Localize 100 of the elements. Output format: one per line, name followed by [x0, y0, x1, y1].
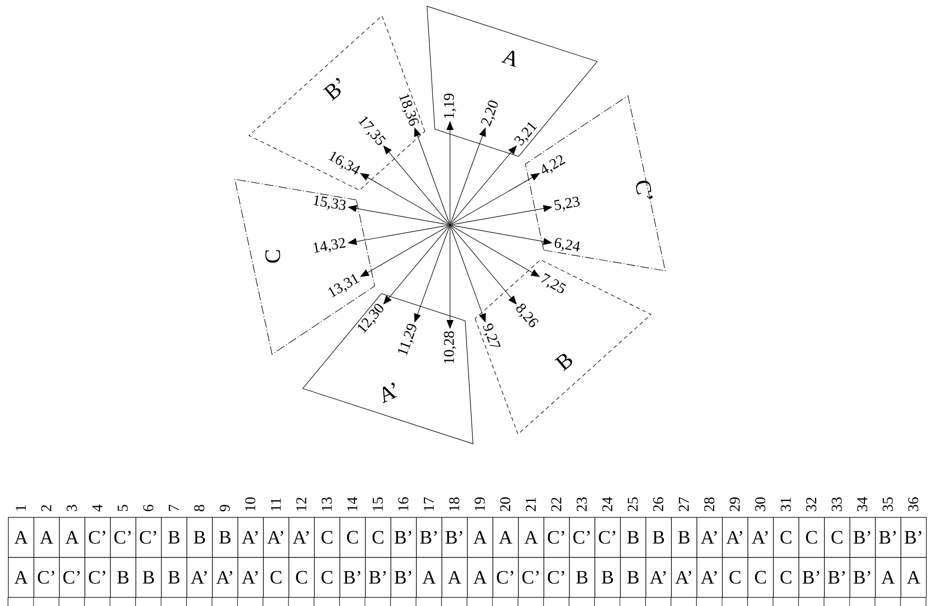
slot-number: 32	[806, 498, 816, 512]
slot-label: 4,22	[542, 155, 566, 174]
table-cell: C	[365, 517, 392, 558]
table-cell: B’	[340, 557, 366, 598]
table-cell: A	[8, 517, 34, 558]
slot-number: 3	[66, 504, 77, 512]
table-cell: A	[492, 517, 519, 558]
slot-number: 23	[576, 497, 587, 512]
table-cell: C’	[544, 557, 570, 598]
table-cell: A	[875, 557, 902, 598]
slot-number: 7	[168, 504, 179, 511]
slot-label: 18,36	[399, 94, 419, 126]
slot-number: 13	[322, 497, 332, 510]
table-cell: C’	[59, 557, 86, 598]
table-cell: C	[722, 557, 748, 598]
table-cell: C’	[594, 517, 621, 558]
slot-number: 24	[602, 497, 612, 512]
table-cell: B’	[798, 557, 825, 598]
table-cell: C	[314, 557, 340, 598]
table-cell: A	[34, 517, 60, 558]
table-cell: A’	[722, 517, 748, 558]
table-cell: A’	[748, 517, 774, 558]
table-cell: A’	[288, 517, 315, 558]
table-cell: C’	[84, 517, 111, 558]
slot-number: 33	[832, 497, 842, 512]
slot-number: 26	[653, 497, 664, 512]
slot-number: 11	[270, 498, 281, 510]
slot-label: 14,32	[313, 238, 346, 253]
table-cell: C	[773, 517, 800, 558]
table-cell: C’	[544, 517, 570, 558]
table-cell: A’	[186, 557, 213, 598]
slot-number: 36	[908, 497, 918, 512]
table-cell: A	[59, 517, 86, 558]
slot-number: 20	[500, 497, 510, 512]
slot-number: 27	[678, 497, 689, 512]
table-cell: B	[620, 557, 646, 598]
table-cell: C	[263, 557, 290, 598]
table-cell: C’	[84, 557, 111, 598]
table-cell: B’	[390, 517, 417, 558]
slot-number: 2	[41, 505, 52, 512]
table-cell: A	[467, 517, 494, 558]
slot-number: 5	[118, 504, 128, 511]
slot-number: 17	[424, 497, 434, 510]
table-cell: B	[671, 517, 698, 558]
slot-number: 9	[220, 504, 230, 512]
table-cell: B	[136, 557, 162, 598]
slot-number: 31	[780, 498, 791, 512]
slot-number: 14	[347, 497, 358, 510]
slot-label: 16,34	[328, 152, 360, 175]
table-cell: A	[416, 557, 442, 598]
table-cell: B	[594, 557, 621, 598]
slot-label: 11,29	[398, 324, 416, 356]
table-cell: C	[798, 517, 825, 558]
slot-number: 12	[296, 498, 306, 510]
slot-label: 1,19	[444, 94, 456, 118]
slot-number: 18	[449, 497, 460, 510]
table-cell: A’	[646, 557, 672, 598]
slot-number: 21	[526, 498, 536, 512]
table-cell: C’	[34, 557, 60, 598]
slot-number: 16	[398, 497, 408, 510]
table-cell: B	[161, 557, 188, 598]
slot-number: 34	[857, 497, 868, 512]
slot-label: 8,26	[516, 304, 539, 328]
table-cell: A’	[696, 517, 723, 558]
table-cell: B	[186, 517, 213, 558]
slot-number: 1	[16, 505, 26, 510]
table-cell: C	[748, 557, 774, 598]
table-cell: B’	[365, 557, 392, 598]
table-cell: B’	[850, 517, 876, 558]
table-cell: B’	[900, 517, 927, 558]
table-cell: B	[646, 517, 672, 558]
table-cell: C’	[110, 517, 136, 558]
slot-number: 30	[755, 497, 766, 512]
table-cell: B	[110, 557, 136, 598]
table-cell: A	[467, 557, 494, 598]
table-cell: B’	[824, 557, 850, 598]
table-cell: B	[569, 557, 596, 598]
table-cell: B	[161, 517, 188, 558]
slot-label: 9,27	[482, 324, 501, 347]
slot-number: 6	[143, 504, 154, 512]
table-cell: A’	[696, 557, 723, 598]
slot-label: 10,28	[444, 331, 456, 364]
slot-number: 10	[245, 497, 256, 510]
table-cell: A’	[238, 557, 264, 598]
slot-number: 25	[628, 497, 638, 512]
table-cell: C	[288, 557, 315, 598]
slot-number: 22	[551, 498, 562, 512]
slot-number: 19	[474, 497, 485, 510]
table-cell: C’	[136, 517, 162, 558]
table-cell: B	[620, 517, 646, 558]
table-cell: C	[773, 557, 800, 598]
table-cell: B’	[442, 517, 468, 558]
table-cell: A	[442, 557, 468, 598]
slot-number: 29	[730, 497, 740, 512]
table-cell: B’	[416, 517, 442, 558]
table-cell: B’	[390, 557, 417, 598]
table-cell: A	[8, 557, 34, 598]
slot-number: 4	[92, 504, 102, 512]
slot-label: 6,24	[554, 238, 580, 252]
table-cell: C	[824, 517, 850, 558]
